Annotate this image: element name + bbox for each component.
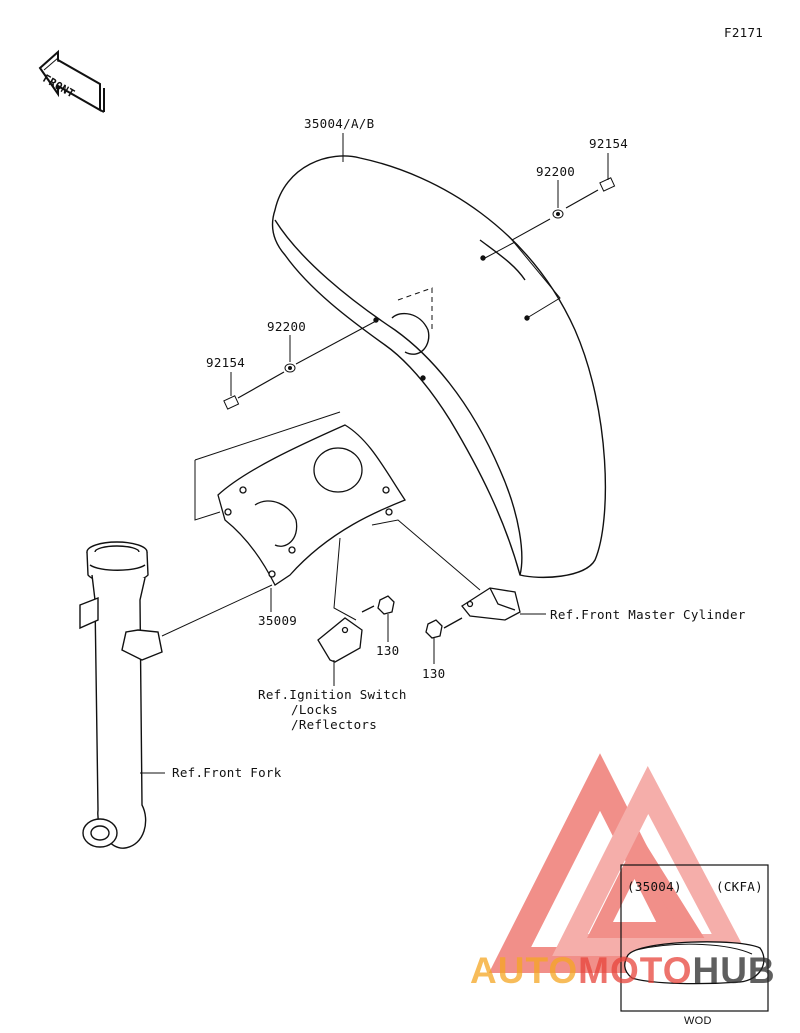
label-92154-left: 92154	[206, 355, 246, 370]
variant-inset-box	[620, 864, 769, 1012]
bolt-right	[565, 177, 616, 209]
label-130-b: 130	[422, 666, 446, 681]
watermark-auto: AUTO	[470, 950, 579, 991]
label-92200-right: 92200	[536, 164, 576, 179]
inset-variant-code: (CKFA)	[716, 879, 763, 894]
watermark-text: AUTOMOTOHUB	[470, 950, 776, 992]
washer-right	[552, 209, 564, 219]
ref-ignition-switch: Ref.Ignition Switch	[258, 687, 407, 702]
front-arrow-icon	[38, 49, 105, 113]
front-fender	[271, 155, 607, 579]
diagram-id: F2171	[724, 25, 764, 40]
label-35004: 35004/A/B	[304, 116, 375, 131]
ref-front-fork: Ref.Front Fork	[172, 765, 282, 780]
washer-left	[284, 363, 296, 373]
front-fork	[79, 541, 163, 849]
watermark-hub: HUB	[692, 950, 776, 991]
label-35009: 35009	[258, 613, 298, 628]
bolt-130-b	[425, 617, 463, 639]
ref-reflectors: /Reflectors	[291, 717, 378, 732]
ref-front-master-cylinder: Ref.Front Master Cylinder	[550, 607, 746, 622]
fender-bracket	[217, 424, 406, 586]
inset-footer: WOD	[684, 1015, 712, 1027]
ignition-bracket	[317, 617, 363, 663]
ref-locks: /Locks	[291, 702, 338, 717]
master-cylinder-bracket	[461, 587, 521, 621]
watermark-logo-icon	[488, 753, 749, 973]
bolt-130-a	[361, 595, 395, 615]
inset-part-number: (35004)	[627, 879, 682, 894]
label-130-a: 130	[376, 643, 400, 658]
watermark-moto: MOTO	[578, 950, 693, 991]
label-92200-left: 92200	[267, 319, 307, 334]
label-92154-right: 92154	[589, 136, 629, 151]
bolt-left	[223, 395, 240, 410]
